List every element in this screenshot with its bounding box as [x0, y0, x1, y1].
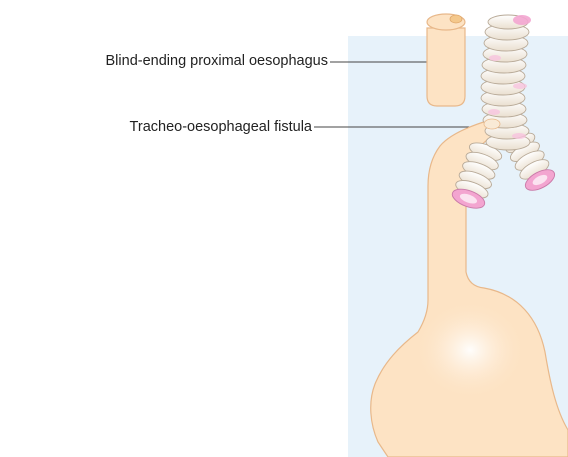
- label-proximal-oesophagus: Blind-ending proximal oesophagus: [106, 52, 328, 70]
- proximal-oesophagus: [427, 14, 465, 106]
- trachea: [450, 15, 558, 212]
- label-tracheo-oesophageal-fistula: Tracheo-oesophageal fistula: [130, 118, 312, 136]
